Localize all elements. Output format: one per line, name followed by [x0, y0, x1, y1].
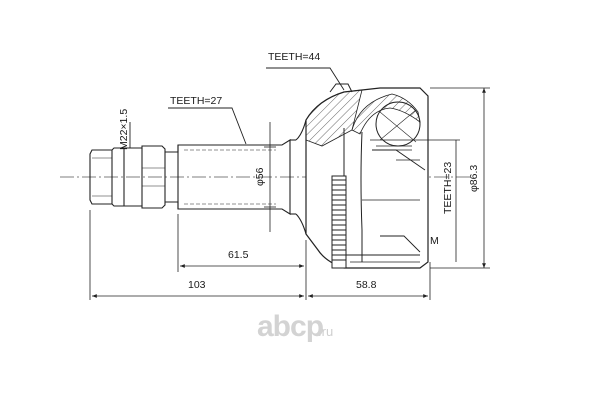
dim-shaft-length: 61.5	[228, 249, 249, 261]
dim-housing-length: 58.8	[356, 279, 377, 291]
label-thread-size: M22×1.5	[118, 109, 130, 150]
dim-total-length: 103	[188, 279, 206, 291]
leader-lines	[129, 67, 426, 253]
label-teeth-shaft: TEETH=27	[170, 95, 222, 107]
label-teeth-housing: TEETH=44	[268, 51, 320, 63]
watermark-domain: .ru	[318, 324, 333, 339]
dimension-lines	[89, 87, 490, 300]
ball-cage-lines	[379, 109, 417, 143]
label-diameter-housing: φ86.3	[468, 165, 480, 192]
label-marker-m: M	[430, 235, 439, 247]
abcp-watermark: abcp .ru	[257, 310, 333, 343]
label-teeth-inner: TEETH=23	[442, 162, 454, 214]
watermark-brand: abcp	[257, 310, 324, 343]
abs-ring	[331, 175, 347, 269]
label-diameter-shaft: φ56	[254, 167, 266, 186]
ball-bearing	[375, 101, 421, 147]
housing-teeth-notch	[329, 83, 353, 93]
splined-shaft	[165, 119, 307, 235]
threaded-stub	[89, 145, 166, 209]
